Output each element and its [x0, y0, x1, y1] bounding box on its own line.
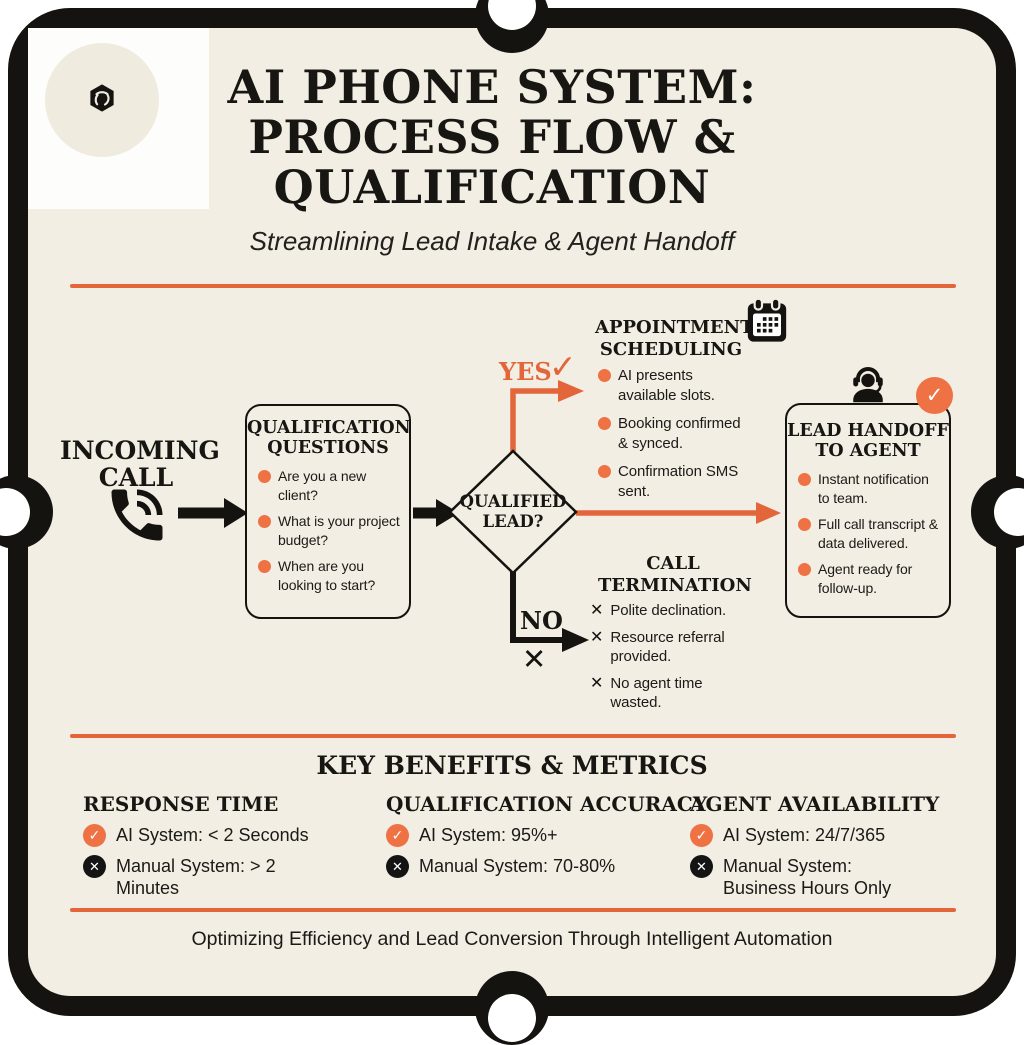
- x-mark-icon: ✕: [590, 628, 604, 646]
- metric-column-title: QUALIFICATION ACCURACY: [386, 792, 708, 816]
- list-item-text: No agent time wasted.: [610, 674, 703, 712]
- metric-value: AI System: 24/7/365: [723, 825, 886, 845]
- metrics-column-response-time: RESPONSE TIME ✓ AI System: < 2 Seconds ✕…: [83, 792, 333, 899]
- bullet-dot-icon: [798, 563, 811, 576]
- appointment-scheduling-title: APPOINTMENT SCHEDULING: [595, 317, 754, 360]
- metric-column-title: RESPONSE TIME: [83, 792, 279, 816]
- bullet-dot-icon: [798, 473, 811, 486]
- metric-row: ✓ AI System: < 2 Seconds: [83, 824, 333, 847]
- agent-headset-icon: [845, 362, 891, 413]
- page-title-line-3: QUALIFICATION: [273, 160, 711, 214]
- metric-value: Manual System: Business Hours Only: [723, 856, 892, 898]
- list-item-text: When are you looking to start?: [278, 558, 376, 593]
- x-mark-icon: ✕: [590, 674, 604, 692]
- incoming-call-label: INCOMING CALL: [60, 436, 220, 492]
- list-item: When are you looking to start?: [258, 557, 403, 595]
- metric-column-title: AGENT AVAILABILITY: [690, 792, 940, 816]
- list-item-text: Booking confirmed & synced.: [618, 415, 741, 452]
- list-item: ✕ No agent time wasted.: [590, 674, 762, 713]
- divider-top: [70, 284, 956, 288]
- metric-value: Manual System: 70-80%: [419, 856, 616, 876]
- list-item-text: AI presents available slots.: [618, 367, 715, 404]
- list-item-text: Polite declination.: [610, 602, 727, 619]
- x-mark-icon: ✕: [590, 602, 604, 619]
- knot-logo-icon: [85, 81, 119, 120]
- list-item-text: What is your project budget?: [278, 513, 400, 548]
- logo-circle: [45, 43, 159, 157]
- divider-middle: [70, 734, 956, 738]
- no-x-icon: ✕: [522, 644, 547, 676]
- bullet-dot-icon: [598, 369, 611, 382]
- list-item-text: Instant notification to team.: [818, 471, 929, 506]
- x-circle-icon: ✕: [386, 855, 409, 878]
- decision-diamond-label: QUALIFIED LEAD?: [459, 492, 567, 531]
- metric-row: ✓ AI System: 95%+: [386, 824, 636, 847]
- list-item: What is your project budget?: [258, 512, 403, 550]
- list-item: Instant notification to team.: [798, 470, 943, 508]
- lead-handoff-box: LEAD HANDOFF TO AGENT Instant notificati…: [785, 403, 951, 618]
- list-item-text: Are you a new client?: [278, 468, 367, 503]
- bullet-dot-icon: [258, 470, 271, 483]
- metrics-column-agent-availability: AGENT AVAILABILITY ✓ AI System: 24/7/365…: [690, 792, 940, 899]
- qualification-questions-title: QUALIFICATION QUESTIONS: [247, 418, 411, 458]
- page-title-line-2: PROCESS FLOW &: [248, 110, 736, 164]
- footer-tagline: Optimizing Efficiency and Lead Conversio…: [191, 928, 833, 950]
- list-item: Full call transcript & data delivered.: [798, 515, 943, 553]
- bullet-dot-icon: [258, 560, 271, 573]
- list-item: Are you a new client?: [258, 467, 403, 505]
- list-item: Confirmation SMS sent.: [598, 462, 770, 501]
- check-circle-icon: ✓: [386, 824, 409, 847]
- phone-icon: [103, 481, 171, 554]
- list-item: Booking confirmed & synced.: [598, 414, 770, 453]
- bullet-dot-icon: [598, 465, 611, 478]
- x-circle-icon: ✕: [83, 855, 106, 878]
- bullet-dot-icon: [258, 515, 271, 528]
- metric-row: ✕ Manual System: Business Hours Only: [690, 855, 925, 899]
- calendar-icon: [747, 297, 787, 348]
- metric-value: AI System: < 2 Seconds: [116, 825, 309, 845]
- bullet-dot-icon: [798, 518, 811, 531]
- page-title-line-1: AI PHONE SYSTEM:: [227, 60, 757, 114]
- handoff-check-badge: ✓: [916, 377, 953, 414]
- metric-row: ✕ Manual System: > 2 Minutes: [83, 855, 333, 899]
- metric-row: ✕ Manual System: 70-80%: [386, 855, 636, 878]
- metric-value: Manual System: > 2 Minutes: [116, 856, 276, 898]
- list-item: AI presents available slots.: [598, 366, 770, 405]
- metrics-heading: KEY BENEFITS & METRICS: [316, 751, 708, 780]
- yes-check-icon: ✓: [549, 348, 577, 385]
- metrics-column-qualification-accuracy: QUALIFICATION ACCURACY ✓ AI System: 95%+…: [386, 792, 708, 878]
- puzzle-knob-bottom: [488, 994, 536, 1042]
- list-item: ✕ Resource referral provided.: [590, 628, 762, 667]
- bullet-dot-icon: [598, 417, 611, 430]
- list-item: ✕ Polite declination.: [590, 601, 762, 621]
- list-item: Agent ready for follow-up.: [798, 560, 943, 598]
- check-circle-icon: ✓: [83, 824, 106, 847]
- list-item-text: Full call transcript & data delivered.: [818, 516, 938, 551]
- list-item-text: Resource referral provided.: [610, 628, 725, 666]
- x-circle-icon: ✕: [690, 855, 713, 878]
- yes-label: YES: [499, 357, 552, 386]
- page-subtitle: Streamlining Lead Intake & Agent Handoff: [249, 226, 735, 256]
- logo-panel: [28, 28, 209, 209]
- list-item-text: Agent ready for follow-up.: [818, 561, 913, 596]
- qualification-questions-box: QUALIFICATION QUESTIONS Are you a new cl…: [245, 404, 411, 619]
- no-label: NO: [520, 606, 563, 635]
- check-circle-icon: ✓: [690, 824, 713, 847]
- list-item-text: Confirmation SMS sent.: [618, 463, 739, 500]
- lead-handoff-title: LEAD HANDOFF TO AGENT: [787, 421, 949, 461]
- metric-value: AI System: 95%+: [419, 825, 558, 845]
- page-title: AI PHONE SYSTEM: PROCESS FLOW & QUALIFIC…: [0, 62, 984, 212]
- divider-bottom: [70, 908, 956, 912]
- call-termination-title: CALL TERMINATION: [598, 553, 752, 596]
- metric-row: ✓ AI System: 24/7/365: [690, 824, 925, 847]
